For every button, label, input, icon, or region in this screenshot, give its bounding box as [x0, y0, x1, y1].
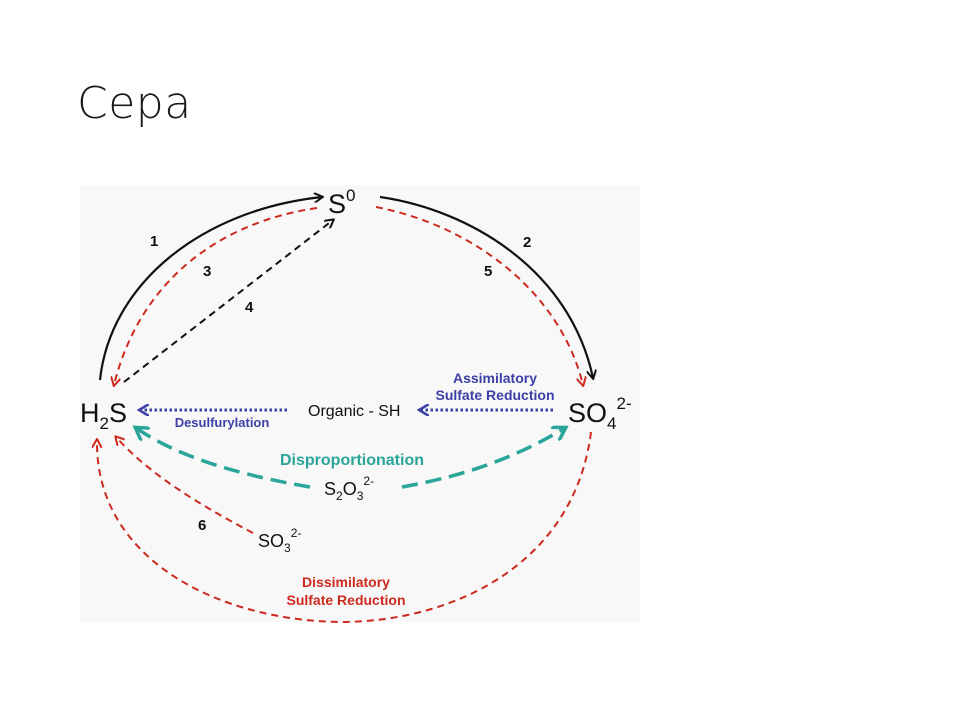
arrow-4-h2s-to-s0 — [123, 220, 333, 383]
arrow-dissimilatory — [97, 431, 592, 624]
label-disproportionation: Disproportionation — [280, 452, 424, 469]
label-assimilatory-line2: Sulfate Reduction — [435, 387, 554, 403]
label-number-5: 5 — [484, 263, 492, 280]
label-number-1: 1 — [150, 233, 158, 250]
arrow-6-so3-to-h2s — [116, 437, 254, 534]
label-number-3: 3 — [203, 263, 211, 280]
arrow-disproportionation-to-so4 — [401, 428, 565, 489]
slide-title: Сера — [77, 78, 192, 129]
sulfur-cycle-diagram — [80, 185, 640, 622]
label-number-6: 6 — [198, 517, 206, 534]
label-dissimilatory-line2: Sulfate Reduction — [286, 592, 405, 608]
node-organic-sh: Organic - SH — [308, 403, 400, 420]
node-s0: S0 — [328, 186, 355, 219]
arrow-disproportionation-to-h2s — [136, 428, 311, 489]
node-so4: SO42- — [568, 394, 632, 433]
label-desulfurylation: Desulfurylation — [175, 415, 270, 430]
arrow-3-s0-to-h2s — [114, 207, 318, 385]
arrow-5-s0-to-so4 — [375, 206, 583, 385]
label-assimilatory-line1: Assimilatory — [453, 370, 537, 386]
arrow-1-h2s-to-s0 — [98, 197, 322, 381]
node-h2s: H2S — [80, 398, 127, 433]
node-so3: SO32- — [258, 526, 301, 555]
node-s2o3: S2O32- — [324, 474, 374, 503]
label-dissimilatory-line1: Dissimilatory — [302, 574, 390, 590]
label-number-4: 4 — [245, 299, 254, 316]
label-number-2: 2 — [523, 234, 531, 251]
arrow-2-s0-to-so4 — [379, 195, 593, 378]
